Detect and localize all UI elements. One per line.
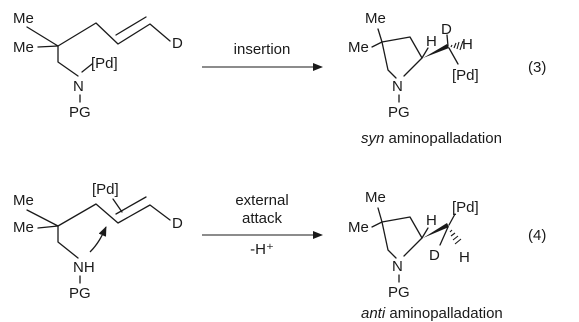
eq4-prod-me-top-bond: [377, 207, 383, 223]
eq4-start-d: D: [172, 215, 183, 232]
eq3-product: Me Me H D H [Pd] N PG: [348, 10, 479, 121]
eq3-caption-rest: aminopalladation: [384, 130, 502, 147]
eq4-start-nh: NH: [73, 259, 95, 276]
eq3-prod-me-top: Me: [365, 10, 386, 27]
eq4-start-alkene: [115, 196, 147, 215]
eq4-prod-d-bond: [439, 226, 449, 246]
eq4-caption: anti aminopalladation: [361, 305, 503, 322]
eq4-start-me-top: Me: [13, 192, 34, 209]
eq4-prod-me-left: Me: [348, 219, 369, 236]
eq3-prod-side-d-bond: [446, 34, 449, 47]
eq4-arrow: external attack -H⁺: [202, 192, 323, 258]
eq4-prod-n: N: [392, 258, 403, 275]
eq3-prod-hash: [450, 40, 464, 51]
eq4-starting-material: [Pd] Me Me D NH PG: [13, 181, 183, 302]
eq3-prod-me-left: Me: [348, 39, 369, 56]
eq4-condition-line1: external: [235, 192, 288, 209]
eq4-start-ch2-bond: [57, 225, 79, 259]
eq3-prod-ring: [381, 36, 423, 79]
eq4-condition-line2: attack: [242, 210, 283, 227]
eq4-condition-line3: -H⁺: [250, 241, 274, 258]
eq3-number: (3): [528, 59, 546, 76]
eq4-start-me-left: Me: [13, 219, 34, 236]
eq4-start-pd: [Pd]: [92, 181, 119, 198]
equation-3: Me Me D [Pd] N PG insertion Me Me H: [13, 10, 546, 147]
eq4-start-me-left-bond: [37, 225, 59, 229]
eq4-prod-h-side: H: [459, 249, 470, 266]
eq4-prod-ring: [381, 216, 423, 259]
eq4-prod-pd: [Pd]: [452, 199, 479, 216]
eq4-prod-h-ring: H: [426, 212, 437, 229]
eq3-start-n: N: [73, 78, 84, 95]
eq3-start-alkene: [115, 16, 147, 36]
eq4-prod-me-left-bond: [371, 221, 383, 228]
eq4-prod-wedge: [423, 223, 449, 238]
eq3-start-pd: [Pd]: [91, 55, 118, 72]
eq3-starting-material: Me Me D [Pd] N PG: [13, 10, 183, 121]
equation-4: [Pd] Me Me D NH PG external attack -H⁺ M…: [13, 181, 546, 322]
eq4-prod-d: D: [429, 247, 440, 264]
eq4-number: (4): [528, 227, 546, 244]
eq3-start-me-top: Me: [13, 10, 34, 27]
eq3-prod-wedge: [423, 44, 449, 58]
eq4-start-chain: [26, 203, 171, 227]
eq4-prod-pg: PG: [388, 284, 410, 301]
eq4-start-curved-arrow: [89, 226, 107, 253]
eq4-prod-me-top: Me: [365, 189, 386, 206]
eq4-start-pd-alkene: [112, 198, 123, 213]
eq3-prod-pd: [Pd]: [452, 67, 479, 84]
eq3-condition: insertion: [234, 41, 291, 58]
eq3-start-chain: [26, 22, 171, 47]
eq3-prod-h-side: H: [462, 36, 473, 53]
eq3-arrow: insertion: [202, 41, 323, 71]
eq3-start-ch2-bond: [57, 45, 79, 77]
eq3-start-d: D: [172, 35, 183, 52]
eq4-prod-hash: [449, 229, 462, 245]
eq4-product: Me Me H [Pd] D H N PG: [348, 189, 479, 301]
eq3-start-nh-pd-bond: [81, 63, 93, 73]
eq3-caption: syn aminopalladation: [361, 130, 502, 147]
eq3-prod-n: N: [392, 78, 403, 95]
eq4-caption-rest: aminopalladation: [385, 305, 503, 322]
eq3-start-me-left: Me: [13, 39, 34, 56]
eq3-prod-h-ring: H: [426, 33, 437, 50]
eq3-prod-me-top-bond: [377, 28, 383, 43]
eq3-prod-pg: PG: [388, 104, 410, 121]
eq3-prod-h-bond: [421, 47, 429, 59]
eq3-prod-d: D: [441, 21, 452, 38]
eq3-prod-pd-bond: [448, 47, 459, 65]
eq3-start-pg: PG: [69, 104, 91, 121]
eq3-start-me-left-bond: [37, 45, 59, 48]
eq3-prod-me-left-bond: [371, 41, 383, 48]
eq4-start-pg: PG: [69, 285, 91, 302]
eq4-caption-italic: anti: [361, 305, 386, 322]
eq4-prod-h-bond: [421, 227, 429, 239]
eq3-caption-italic: syn: [361, 130, 384, 147]
eq4-prod-pd-bond: [448, 213, 456, 226]
